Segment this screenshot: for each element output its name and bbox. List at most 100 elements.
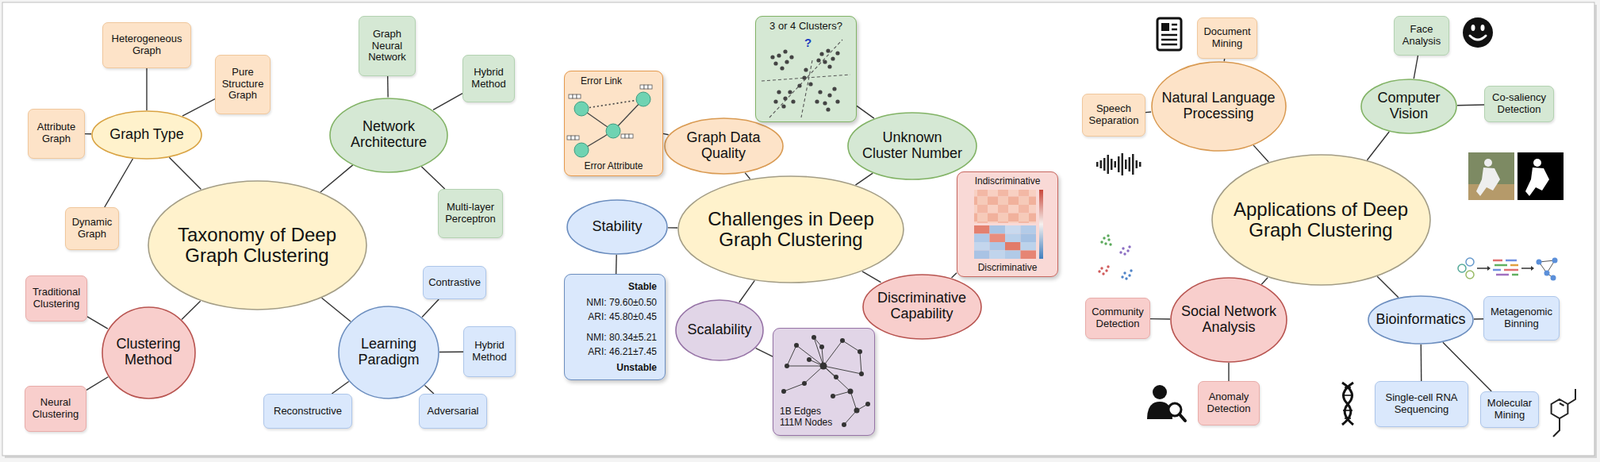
heatmap-figure [1005,241,1021,251]
photo-pair [1533,158,1542,167]
figure-label: Discriminative [957,261,1058,273]
label-group: Clustering Method [108,336,189,369]
error-graph-figure [567,84,653,158]
large-graph-figure [847,388,854,395]
photo-pair [1517,152,1564,200]
node-label: Applications of Deep Graph Clustering [1221,199,1420,242]
large-graph-figure [857,349,863,354]
pipeline-icon [1521,267,1531,269]
cluster-scatter-figure [827,92,832,97]
smiley-icon [1481,24,1485,31]
node-label: Stability [591,218,642,235]
smiley-icon [1462,17,1493,48]
node-label: Heterogeneous Graph [107,33,187,58]
topic-ellipse: Clustering Method [101,306,196,400]
cluster-scatter-figure [779,65,784,70]
connector-line [862,271,882,283]
topic-ellipse: Taxonomy of Deep Graph Clustering [147,180,368,311]
label-group: Graph Type [109,126,185,143]
label-group: Face Analysis [1399,23,1444,48]
label-group: Computer Vision [1375,90,1443,123]
error-graph-figure [568,94,581,99]
community-icon [1120,275,1124,278]
cluster-scatter-figure [770,54,775,59]
error-graph-figure [567,135,572,140]
heatmap-figure [1005,250,1021,260]
large-graph-figure [823,340,843,366]
node-label: Dynamic Graph [69,216,115,241]
error-graph-figure [568,94,573,99]
node-label: Bioinformatics [1375,311,1466,328]
pipeline-icon [1477,267,1488,269]
large-graph-figure [859,371,864,377]
leaf-box: Single-cell RNA Sequencing [1374,380,1469,427]
community-icon [1105,268,1108,272]
leaf-box: Anomaly Detection [1197,380,1260,426]
label-group: Social Network Analysis [1179,303,1279,336]
pipeline-icon [1496,273,1509,277]
leaf-box: Dynamic Graph [65,207,119,250]
node-label: Network Architecture [341,118,437,151]
leaf-box: Pure Structure Graph [214,54,271,115]
large-graph-figure [830,393,836,399]
cluster-scatter-figure [835,50,840,55]
large-graph-figure [819,344,825,350]
figure-label: ? [804,35,812,50]
connector-line [744,172,750,180]
connector-line [739,280,756,303]
connector-line [1223,58,1226,62]
error-graph-figure [621,134,626,139]
label-group: Molecular Mining [1484,397,1535,422]
connector-line [84,133,92,135]
pipeline-icon [1510,264,1519,267]
error-graph-figure [636,92,651,107]
panel [2,2,1595,456]
connector-line [87,316,108,329]
ellipse-outline [1170,277,1287,362]
label-group: Learning Paradigm [349,336,429,369]
cluster-scatter-figure [803,67,808,72]
node-label: Unknown Cluster Number [860,130,965,162]
connector-line [755,348,773,357]
connector-line [182,99,215,117]
leaf-box: Traditional Clustering [25,275,88,322]
ellipse-outline [1361,79,1457,134]
cluster-scatter-figure [773,61,778,66]
cluster-scatter-figure [782,49,787,54]
connector-line [1457,103,1485,106]
label-group: Single-cell RNA Sequencing [1385,391,1459,416]
connector-line [855,172,873,185]
node-label: Clustering Method [108,336,189,369]
smiley-icon [1469,35,1486,40]
pipeline-icon [1530,265,1535,271]
connector-line [181,300,201,319]
leaf-box: Graph Neural Network [358,15,416,77]
community-icon [1124,276,1128,280]
document-icon [1161,34,1178,37]
cluster-scatter-figure [776,53,781,58]
heatmap-figure [1020,250,1037,260]
heatmap-figure [989,241,1006,251]
box-fill [772,327,875,436]
document-icon [1157,18,1182,50]
large-graph-figure [781,388,787,394]
node-label: Community Detection [1089,306,1146,330]
community-icon [1106,264,1109,268]
heatmap-figure [974,189,1044,259]
connector-line [856,105,875,119]
error-graph-figure [576,94,581,99]
community-icon [1104,241,1107,245]
error-graph-figure [581,99,644,109]
pipeline-icon [1544,270,1551,277]
community-icon [1100,234,1112,246]
photo-pair [1468,152,1515,200]
leaf-box: Contrastive [422,265,487,300]
sound-wave-icon [1096,153,1142,176]
node-label: Co-saliency Detection [1489,92,1549,116]
label-group: Applications of Deep Graph Clustering [1221,199,1420,242]
large-graph-figure [806,356,812,362]
photo-pair [1476,167,1501,196]
molecule-icon [1551,388,1576,437]
community-icon [1106,234,1109,237]
